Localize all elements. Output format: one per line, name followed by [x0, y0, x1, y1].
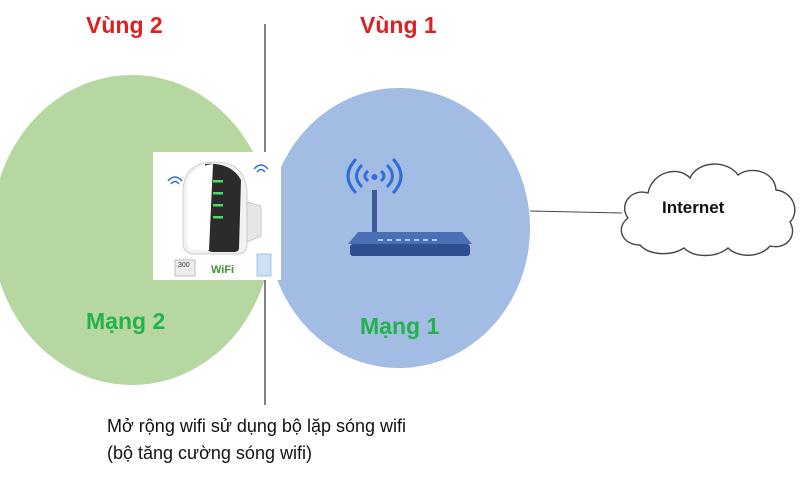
router-icon: [346, 157, 472, 256]
zone1-circle: [268, 88, 530, 368]
internet-label: Internet: [662, 198, 725, 217]
wifi-signal-icon: [167, 164, 269, 185]
caption-line1: Mở rộng wifi sử dụng bộ lặp sóng wifi: [107, 416, 406, 436]
repeater-wifi-badge: WiFi: [211, 264, 235, 276]
repeater-icon: [167, 161, 272, 277]
repeater-image: 300 WiFi: [153, 152, 281, 280]
network2-label: Mạng 2: [86, 308, 166, 334]
caption-line2: (bộ tăng cường sóng wifi): [107, 443, 312, 463]
cloud-icon: [620, 163, 796, 257]
connector-line: [529, 210, 623, 214]
caption: Mở rộng wifi sử dụng bộ lặp sóng wifi (b…: [107, 413, 406, 467]
network1-label: Mạng 1: [360, 313, 440, 339]
wifi-signal-icon: [346, 157, 403, 195]
repeater-speed-badge: 300: [178, 262, 190, 269]
zone2-label: Vùng 2: [86, 12, 163, 38]
zone1-label: Vùng 1: [360, 12, 437, 38]
